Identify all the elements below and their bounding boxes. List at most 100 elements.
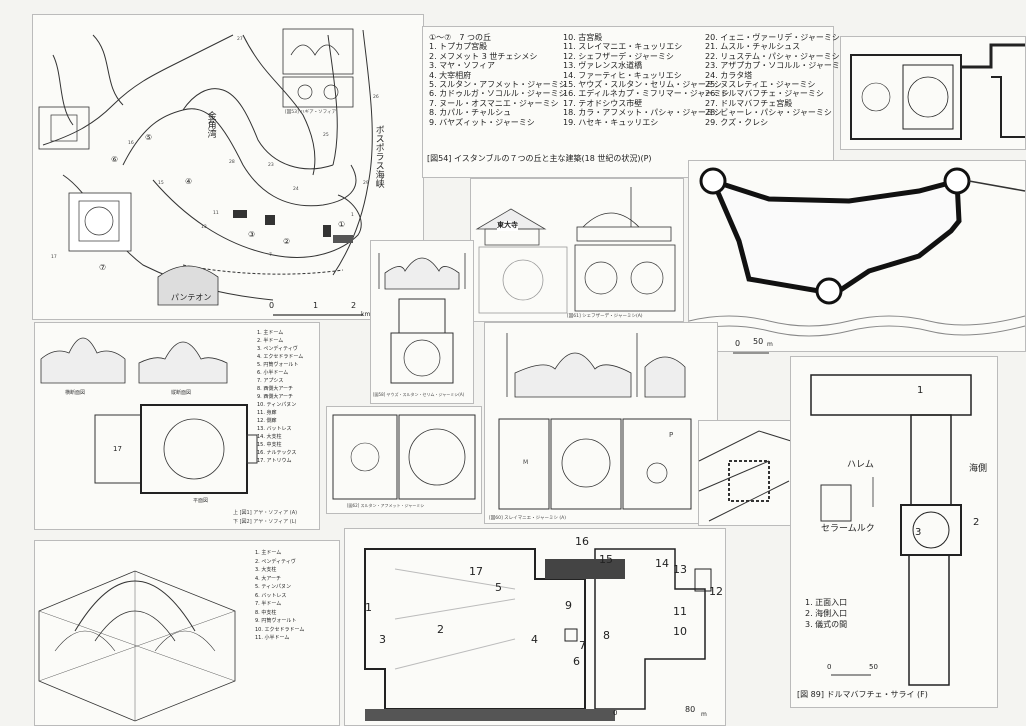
list-item: 11. 身廊 — [257, 410, 277, 416]
complex-num-7: 7 — [579, 639, 586, 652]
hagia-sophia-panel: 横断面図 縦断面図 平面図 17 1. 主ドーム 2. 半ドーム 3. ペンディ… — [34, 322, 320, 530]
legend-item: 11. スレイマニエ・キュッリエシ — [563, 42, 683, 52]
legend-item: 12. シェフザーデ・ジャーミシ — [563, 51, 674, 61]
legend-col-2: 10. 古宮殿 11. スレイマニエ・キュッリエシ 12. シェフザーデ・ジャー… — [563, 33, 729, 127]
list-item: 1. 主ドーム — [257, 330, 284, 336]
neighborhood-drawing — [698, 430, 792, 522]
legend-item: 7. ヌール・オスマニエ・ジャーミシ — [429, 98, 559, 108]
list-item: 3. 大支柱 — [255, 567, 277, 573]
complex-num-8: 8 — [603, 629, 610, 642]
hill-7: ⑦ — [99, 263, 107, 272]
sea-side-label: 海側 — [969, 464, 988, 474]
hill-3: ③ — [248, 230, 256, 239]
legend-item: 29. クズ・クレシ — [705, 117, 769, 127]
legend-item: 21. ムスル・チャルシュス — [705, 42, 801, 52]
legend-item: 25. ヌスレティエ・ジャーミシ — [705, 80, 816, 90]
plan-number-17: 17 — [113, 445, 122, 453]
list-item: 7. 半ドーム — [255, 601, 282, 607]
complex-num-1: 1 — [365, 601, 372, 614]
list-item: 4. エクセドラドーム — [257, 354, 304, 360]
plan-label: 平面図 — [193, 498, 209, 504]
mosque-plan-panel — [840, 36, 1026, 150]
site-11: 11 — [213, 211, 219, 216]
fortress-scale-0: 0 — [735, 339, 741, 348]
legend-item: 18. カラ・アフメット・パシャ・ジャーミシ — [563, 108, 722, 118]
fortress-scale-50: 50 — [753, 337, 764, 346]
complex-num-11: 11 — [673, 605, 687, 618]
list-item: 6. 小半ドーム — [257, 370, 289, 376]
yavuz-caption: [図58] ヤウズ・スルタン・セリム・ジャーミシ(A) — [373, 392, 465, 397]
isometric-panel: 1. 主ドーム 2. ペンディティヴ 3. 大支柱 4. 大アーチ 5. ティン… — [34, 540, 340, 726]
list-item: 8. 西側大アーチ — [257, 386, 294, 392]
pantheon-label: パンテオン — [171, 293, 212, 302]
legend-col-1: ①～⑦ 7 つの丘 1. トプカプ宮殿 2. メフメット 3 世チェシメシ 3.… — [429, 33, 567, 127]
fortress-drawing — [688, 167, 1026, 354]
complex-num-12: 12 — [709, 585, 723, 598]
complex-scale-m: m — [701, 711, 707, 718]
hagia-caption-bottom: 下 [図2] アヤ・ソフィア (L) — [233, 519, 297, 525]
site-25: 25 — [323, 133, 329, 138]
complex-num-10: 10 — [673, 625, 687, 638]
legend-panel: ①～⑦ 7 つの丘 1. トプカプ宮殿 2. メフメット 3 世チェシメシ 3.… — [422, 26, 848, 178]
list-item: 8. 中支柱 — [255, 609, 277, 616]
sehzade-caption: [図61] シェフザーデ・ジャーミシ(A) — [567, 314, 643, 319]
list-item: 10. ティンパヌン — [257, 402, 297, 408]
list-item: 1. 正面入口 — [805, 598, 848, 607]
site-15: 15 — [158, 181, 164, 186]
mosque-plan-drawing — [850, 43, 1025, 140]
site-28: 28 — [229, 160, 235, 165]
legend-item: 23. アザプカプ・ソコルル・ジャーミシ — [705, 61, 848, 71]
site-29: 29 — [363, 181, 369, 186]
complex-num-17: 17 — [469, 565, 483, 578]
list-item: 1. 主ドーム — [255, 550, 282, 556]
complex-num-5: 5 — [495, 581, 502, 594]
fortress-panel: 0 50 m — [688, 160, 1026, 354]
suleymaniye-plan-M: M — [523, 459, 529, 466]
suleymaniye-plan-P: P — [669, 431, 674, 439]
list-item: 13. バットレス — [257, 426, 292, 432]
hagia-sophia-drawing — [40, 337, 258, 494]
list-item: 10. エクセドラドーム — [255, 626, 305, 633]
legend-item: ①～⑦ 7 つの丘 — [429, 33, 491, 42]
list-item: 3. 儀式の間 — [805, 620, 848, 629]
site-13: 13 — [201, 225, 207, 230]
scale-1: 1 — [313, 301, 319, 310]
list-item: 6. バットレス — [255, 592, 287, 599]
scale-km: km — [361, 311, 371, 318]
complex-num-6: 6 — [573, 655, 580, 668]
fortress-scale-m: m — [767, 341, 773, 348]
hill-5: ⑤ — [145, 133, 153, 142]
legend-item: 9. バヤズィット・ジャーミシ — [429, 117, 535, 127]
dolmabahce-scale-50: 50 — [869, 663, 878, 671]
complex-num-3: 3 — [379, 633, 386, 646]
list-item: 17. アトリウム — [257, 458, 292, 464]
complex-plan-panel: 1 2 3 4 5 6 7 8 9 10 11 12 13 14 15 16 1… — [344, 528, 726, 726]
suleymaniye-caption: [図60] スレイマニエ・ジャーミシ (A) — [489, 516, 566, 521]
list-item: 9. 西側大アーチ — [257, 394, 294, 400]
legend-item: 22. リュステム・パシャ・ジャーミシ — [705, 51, 840, 61]
legend-item: 17. テオドシウス市壁 — [563, 98, 643, 108]
todaiji-panel: 東大寺 [図61] シェフザーデ・ジャーミシ(A) — [470, 178, 684, 322]
legend-item: 15. ヤウズ・スルタン・セリム・ジャーミシ — [563, 80, 722, 90]
map-caption: [図54] イスタンブルの７つの丘と主な建築(18 世紀の状況)(P) — [427, 154, 652, 163]
dolmabahce-drawing — [810, 374, 972, 686]
complex-num-14: 14 — [655, 557, 669, 570]
legend-item: 27. ドルマバフチェ宮殿 — [705, 98, 793, 108]
hill-6: ⑥ — [111, 155, 119, 164]
hill-1: ① — [338, 220, 346, 229]
todaiji-drawing — [475, 187, 676, 314]
list-item: 2. ペンディティヴ — [255, 558, 296, 565]
site-24: 24 — [293, 187, 299, 192]
map-inset-caption: [図53] ハギア・ソフィア — [285, 110, 337, 115]
scale-2: 2 — [351, 301, 357, 310]
harem-label: ハレム — [847, 460, 874, 470]
legend-item: 3. マヤ・ソフィア — [429, 61, 496, 71]
list-item: 11. 小半ドーム — [255, 635, 290, 641]
ahmet-drawing — [332, 414, 476, 500]
neighborhood-panel — [698, 420, 792, 526]
site-7: 7 — [269, 253, 272, 258]
legend-item: 5. スルタン・アフメット・ジャーミシ — [429, 80, 567, 90]
list-item: 2. 半ドーム — [257, 338, 284, 344]
hill-4: ④ — [185, 177, 193, 186]
legend-item: 14. ファーティヒ・キュッリエシ — [563, 70, 682, 80]
